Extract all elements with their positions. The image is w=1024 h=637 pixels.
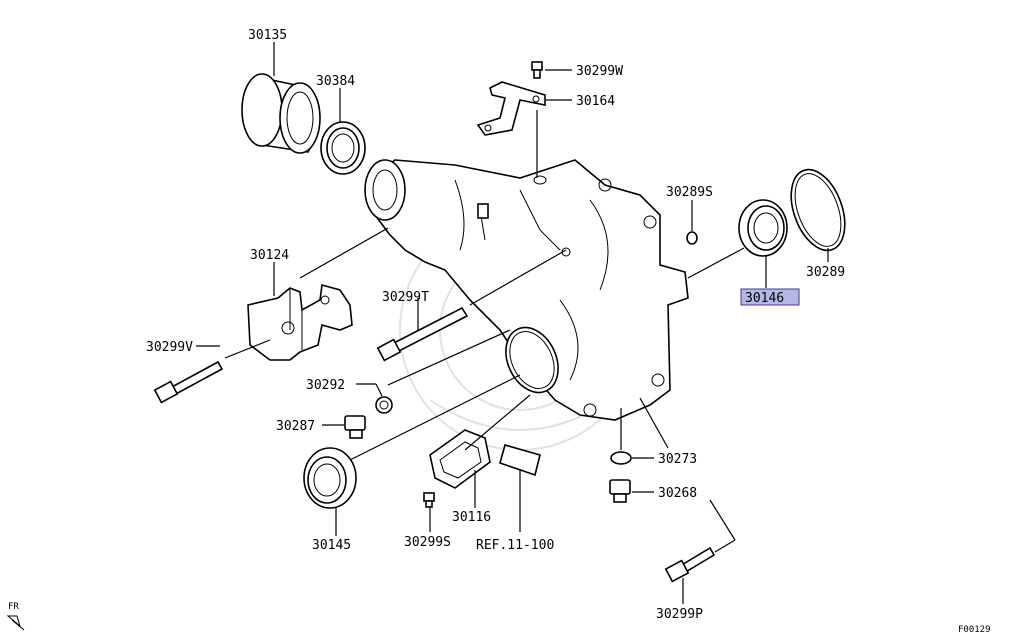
label-30299W[interactable]: 30299W bbox=[576, 64, 623, 79]
part-30289S-o-ring bbox=[686, 231, 698, 245]
label-ref-11-100[interactable]: REF.11-100 bbox=[476, 538, 554, 553]
label-30145[interactable]: 30145 bbox=[312, 538, 351, 553]
highlight-box-30146 bbox=[740, 288, 800, 306]
label-30292[interactable]: 30292 bbox=[306, 378, 345, 393]
part-30299P-bolt bbox=[664, 546, 716, 583]
part-30273-gasket bbox=[610, 451, 632, 465]
part-30299W-bolt bbox=[531, 61, 543, 79]
label-30135[interactable]: 30135 bbox=[248, 28, 287, 43]
label-30299V[interactable]: 30299V bbox=[146, 340, 193, 355]
part-30384-seal bbox=[320, 121, 366, 175]
label-30384[interactable]: 30384 bbox=[316, 74, 355, 89]
part-30287-plug bbox=[344, 415, 366, 439]
label-30273[interactable]: 30273 bbox=[658, 452, 697, 467]
label-30289[interactable]: 30289 bbox=[806, 265, 845, 280]
label-30299P[interactable]: 30299P bbox=[656, 607, 703, 622]
part-30116-cover-plate bbox=[429, 429, 491, 489]
front-direction-indicator: FR bbox=[6, 602, 25, 631]
direction-arrow-icon bbox=[6, 615, 25, 631]
label-30268[interactable]: 30268 bbox=[658, 486, 697, 501]
label-30289S[interactable]: 30289S bbox=[666, 185, 713, 200]
part-30164-bracket bbox=[476, 81, 546, 136]
part-large-o-ring bbox=[505, 326, 559, 394]
part-30268-plug bbox=[609, 479, 631, 503]
label-30299T[interactable]: 30299T bbox=[382, 290, 429, 305]
direction-label: FR bbox=[8, 602, 19, 612]
label-30299S[interactable]: 30299S bbox=[404, 535, 451, 550]
part-30145-seal bbox=[303, 447, 357, 509]
label-30164[interactable]: 30164 bbox=[576, 94, 615, 109]
part-30124-bracket bbox=[247, 283, 353, 361]
label-30146[interactable]: 30146 bbox=[745, 291, 784, 306]
part-30299S-bolt bbox=[423, 492, 435, 508]
part-30289-o-ring bbox=[790, 168, 846, 252]
label-30287[interactable]: 30287 bbox=[276, 419, 315, 434]
part-30135-sleeve bbox=[241, 73, 321, 154]
part-30146-seal bbox=[738, 199, 788, 257]
part-30292-washer bbox=[375, 396, 393, 414]
transfer-case-housing bbox=[364, 159, 689, 421]
ref-11-100-shaft bbox=[499, 444, 541, 477]
label-30116[interactable]: 30116 bbox=[452, 510, 491, 525]
figure-code: F00129 bbox=[958, 625, 991, 635]
part-30299V-bolt bbox=[153, 360, 224, 404]
label-30124[interactable]: 30124 bbox=[250, 248, 289, 263]
part-30299T-bolt bbox=[376, 306, 469, 362]
